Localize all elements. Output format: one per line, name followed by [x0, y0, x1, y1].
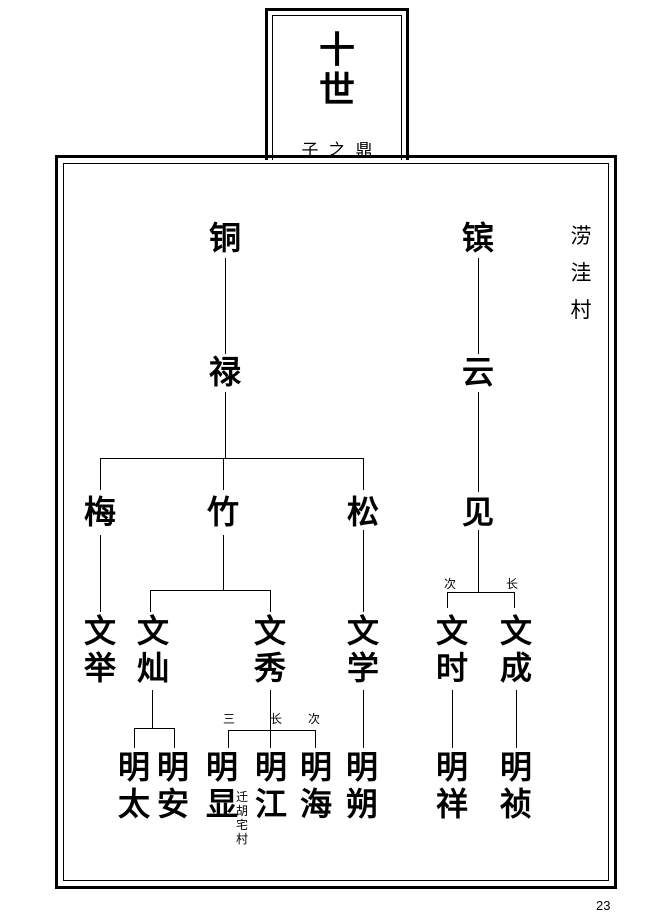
person-node: 竹: [206, 493, 239, 531]
generation-header: 十世 子之鼎: [265, 8, 409, 161]
tree-connector-line: [315, 730, 316, 748]
tree-connector-line: [478, 258, 479, 354]
person-node: 明朔: [345, 748, 378, 823]
tree-frame: [55, 155, 617, 889]
tree-connector-line: [363, 458, 364, 490]
person-node: 明太: [117, 748, 150, 823]
tree-connector-line: [270, 690, 271, 748]
person-node: 明海: [299, 748, 332, 823]
person-node: 文成: [499, 612, 532, 687]
person-node: 明显: [205, 748, 238, 823]
tree-connector-line: [228, 730, 316, 731]
migration-note: 迁胡宅村: [236, 790, 249, 846]
tree-connector-line: [514, 592, 515, 608]
birth-order-label: 次: [443, 577, 457, 591]
birth-order-label: 次: [307, 712, 321, 726]
tree-connector-line: [150, 590, 271, 591]
tree-connector-line: [150, 590, 151, 612]
person-node: 明祯: [499, 748, 532, 823]
tree-connector-line: [225, 258, 226, 354]
tree-connector-line: [100, 458, 364, 459]
person-node: 梅: [83, 493, 116, 531]
tree-connector-line: [447, 592, 448, 608]
tree-connector-line: [134, 728, 175, 729]
tree-connector-line: [100, 458, 101, 490]
birth-order-label: 长: [269, 712, 283, 726]
generation-title: 十世: [318, 29, 355, 111]
person-node: 松: [346, 493, 379, 531]
person-node: 文时: [435, 612, 468, 687]
person-node: 镔: [461, 219, 494, 257]
tree-connector-line: [478, 392, 479, 492]
tree-connector-line: [223, 458, 224, 490]
person-node: 文学: [346, 612, 379, 687]
birth-order-label: 三: [222, 712, 236, 726]
tree-connector-line: [174, 728, 175, 748]
tree-connector-line: [100, 535, 101, 612]
tree-connector-line: [447, 592, 515, 593]
person-node: 见: [461, 493, 494, 531]
person-node: 文灿: [136, 612, 169, 687]
person-node: 文秀: [253, 612, 286, 687]
tree-connector-line: [452, 690, 453, 748]
tree-connector-line: [363, 530, 364, 612]
person-node: 云: [461, 353, 494, 391]
tree-connector-line: [270, 590, 271, 612]
tree-connector-line: [134, 728, 135, 748]
person-node: 禄: [208, 353, 241, 391]
tree-connector-line: [228, 730, 229, 748]
tree-connector-line: [223, 535, 224, 590]
page-number: 23: [596, 898, 611, 913]
person-node: 明安: [156, 748, 189, 823]
person-node: 明江: [254, 748, 287, 823]
person-node: 文举: [83, 612, 116, 687]
place-label: 涝洼村: [570, 224, 592, 322]
tree-connector-line: [225, 392, 226, 458]
birth-order-label: 长: [505, 577, 519, 591]
tree-connector-line: [152, 690, 153, 728]
person-node: 明祥: [435, 748, 468, 823]
tree-connector-line: [516, 690, 517, 748]
tree-connector-line: [478, 530, 479, 592]
person-node: 铜: [208, 219, 241, 257]
tree-connector-line: [363, 690, 364, 748]
